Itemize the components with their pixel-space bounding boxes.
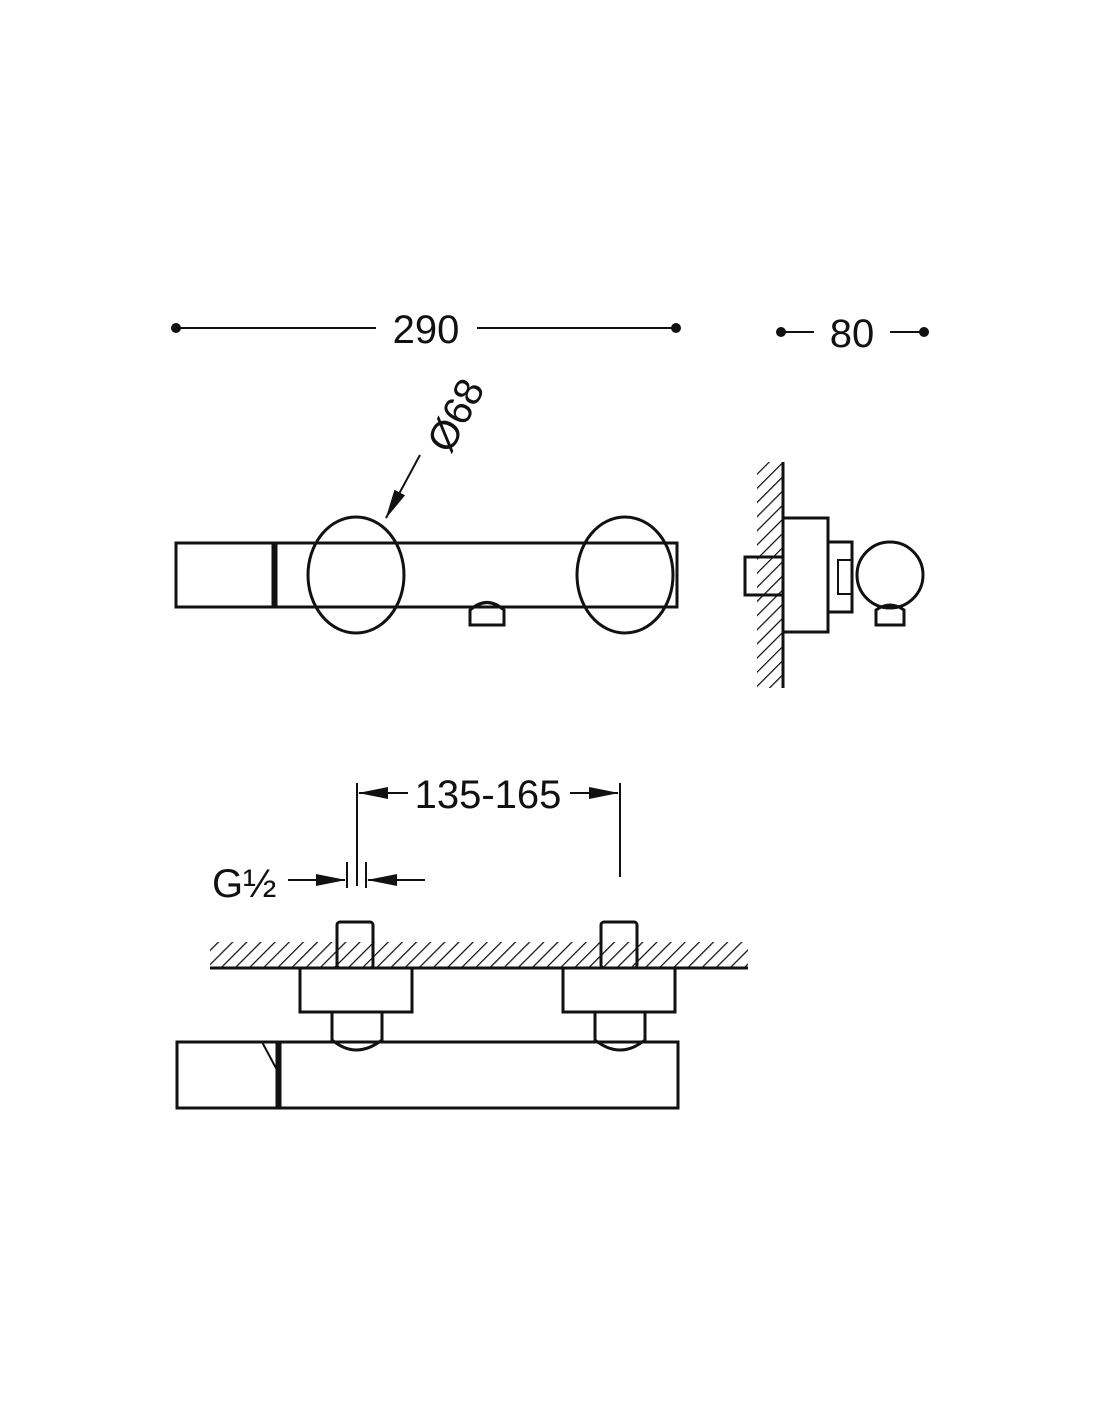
side-view	[743, 462, 925, 688]
top-view	[175, 920, 748, 1110]
width-dimension: 290	[171, 308, 681, 352]
width-label: 290	[393, 308, 460, 352]
depth-label: 80	[830, 312, 875, 356]
knob-diameter-label: Ø68	[419, 372, 493, 459]
inlet-centers-dimension: 135-165	[356, 773, 621, 886]
depth-dimension: 80	[776, 312, 929, 356]
front-view: Ø68	[174, 372, 679, 635]
thread-dimension: G½	[212, 862, 425, 906]
inlet-centers-label: 135-165	[415, 773, 562, 817]
thread-label: G½	[212, 862, 276, 906]
